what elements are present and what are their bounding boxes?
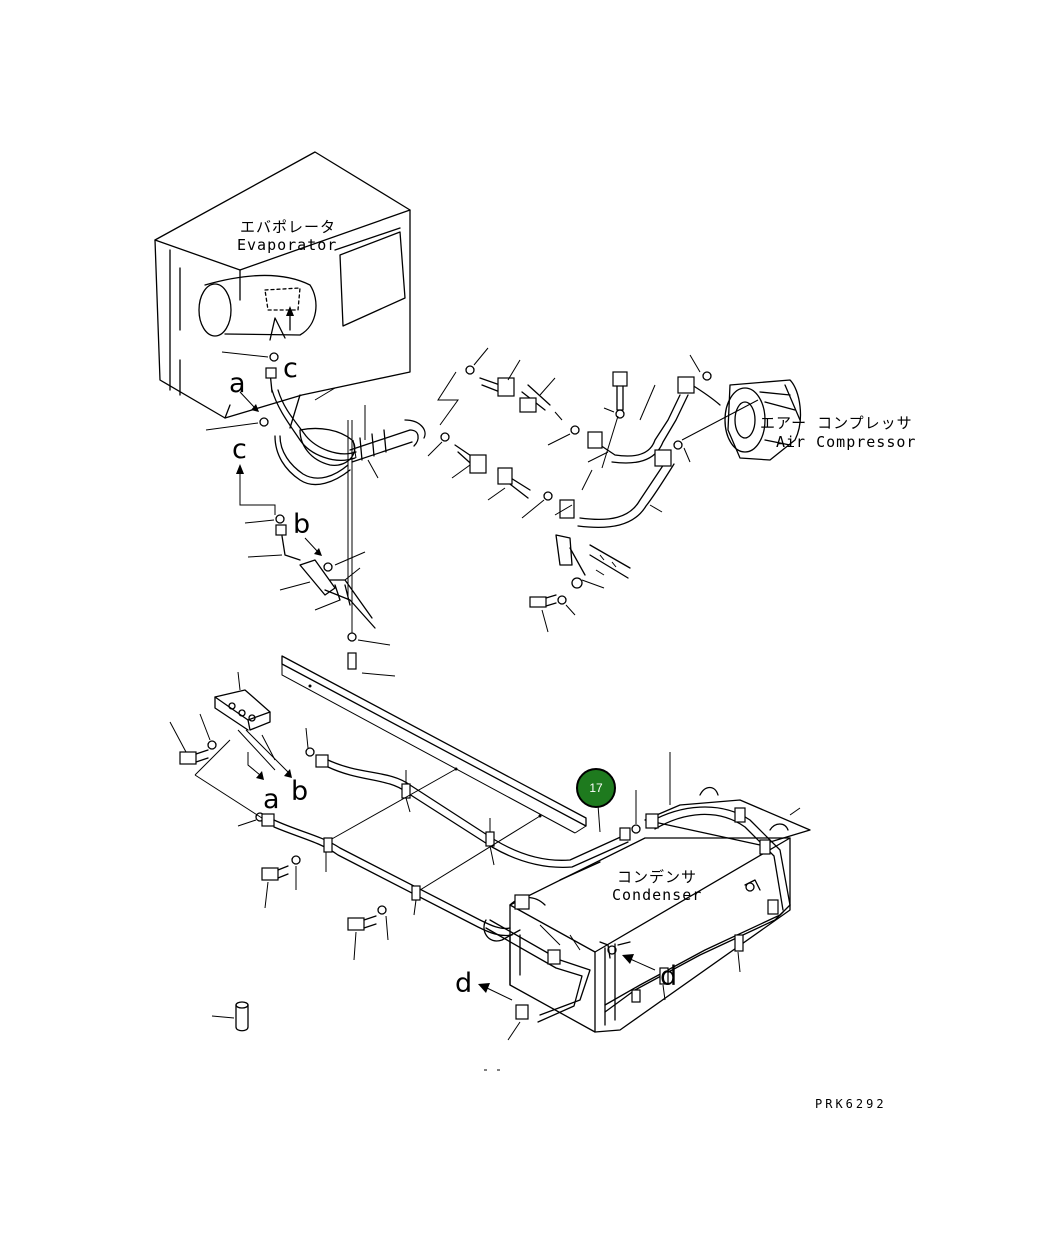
callout-17[interactable]: 17 <box>576 768 616 808</box>
condenser-jp-label: コンデンサ <box>617 868 697 886</box>
callout-number: 17 <box>589 781 603 795</box>
letter-b-bottom: b <box>291 776 308 807</box>
letter-a-bottom: a <box>263 784 280 815</box>
letter-a-top: a <box>229 368 246 399</box>
evaporator-unit <box>154 151 411 419</box>
evaporator-hoses <box>205 367 426 486</box>
compressor-jp-label: エアー コンプレッサ <box>760 414 913 432</box>
letter-c-mid: c <box>232 434 247 465</box>
evaporator-en-label: Evaporator <box>237 236 337 254</box>
air-compressor-unit <box>554 354 802 529</box>
letter-b-mid: b <box>293 509 310 540</box>
letter-d-right: d <box>660 961 677 992</box>
compressor-en-label: Air Compressor <box>776 433 916 451</box>
evaporator-jp-label: エバポレータ <box>240 218 336 236</box>
condenser-en-label: Condenser <box>612 886 702 904</box>
letter-d-left: d <box>455 968 472 999</box>
connector-block <box>169 671 292 821</box>
condenser-unit <box>485 752 811 1041</box>
long-plate <box>281 655 587 834</box>
center-fittings <box>427 347 580 519</box>
callout-circle[interactable] <box>576 768 616 808</box>
letter-c-top: c <box>283 353 298 384</box>
drawing-code: PRK6292 <box>815 1097 887 1111</box>
expansion-valve-cluster <box>244 420 396 677</box>
mounting-bracket <box>529 534 631 633</box>
spacer-collar <box>211 1001 249 1032</box>
pipe-lines <box>237 727 641 961</box>
